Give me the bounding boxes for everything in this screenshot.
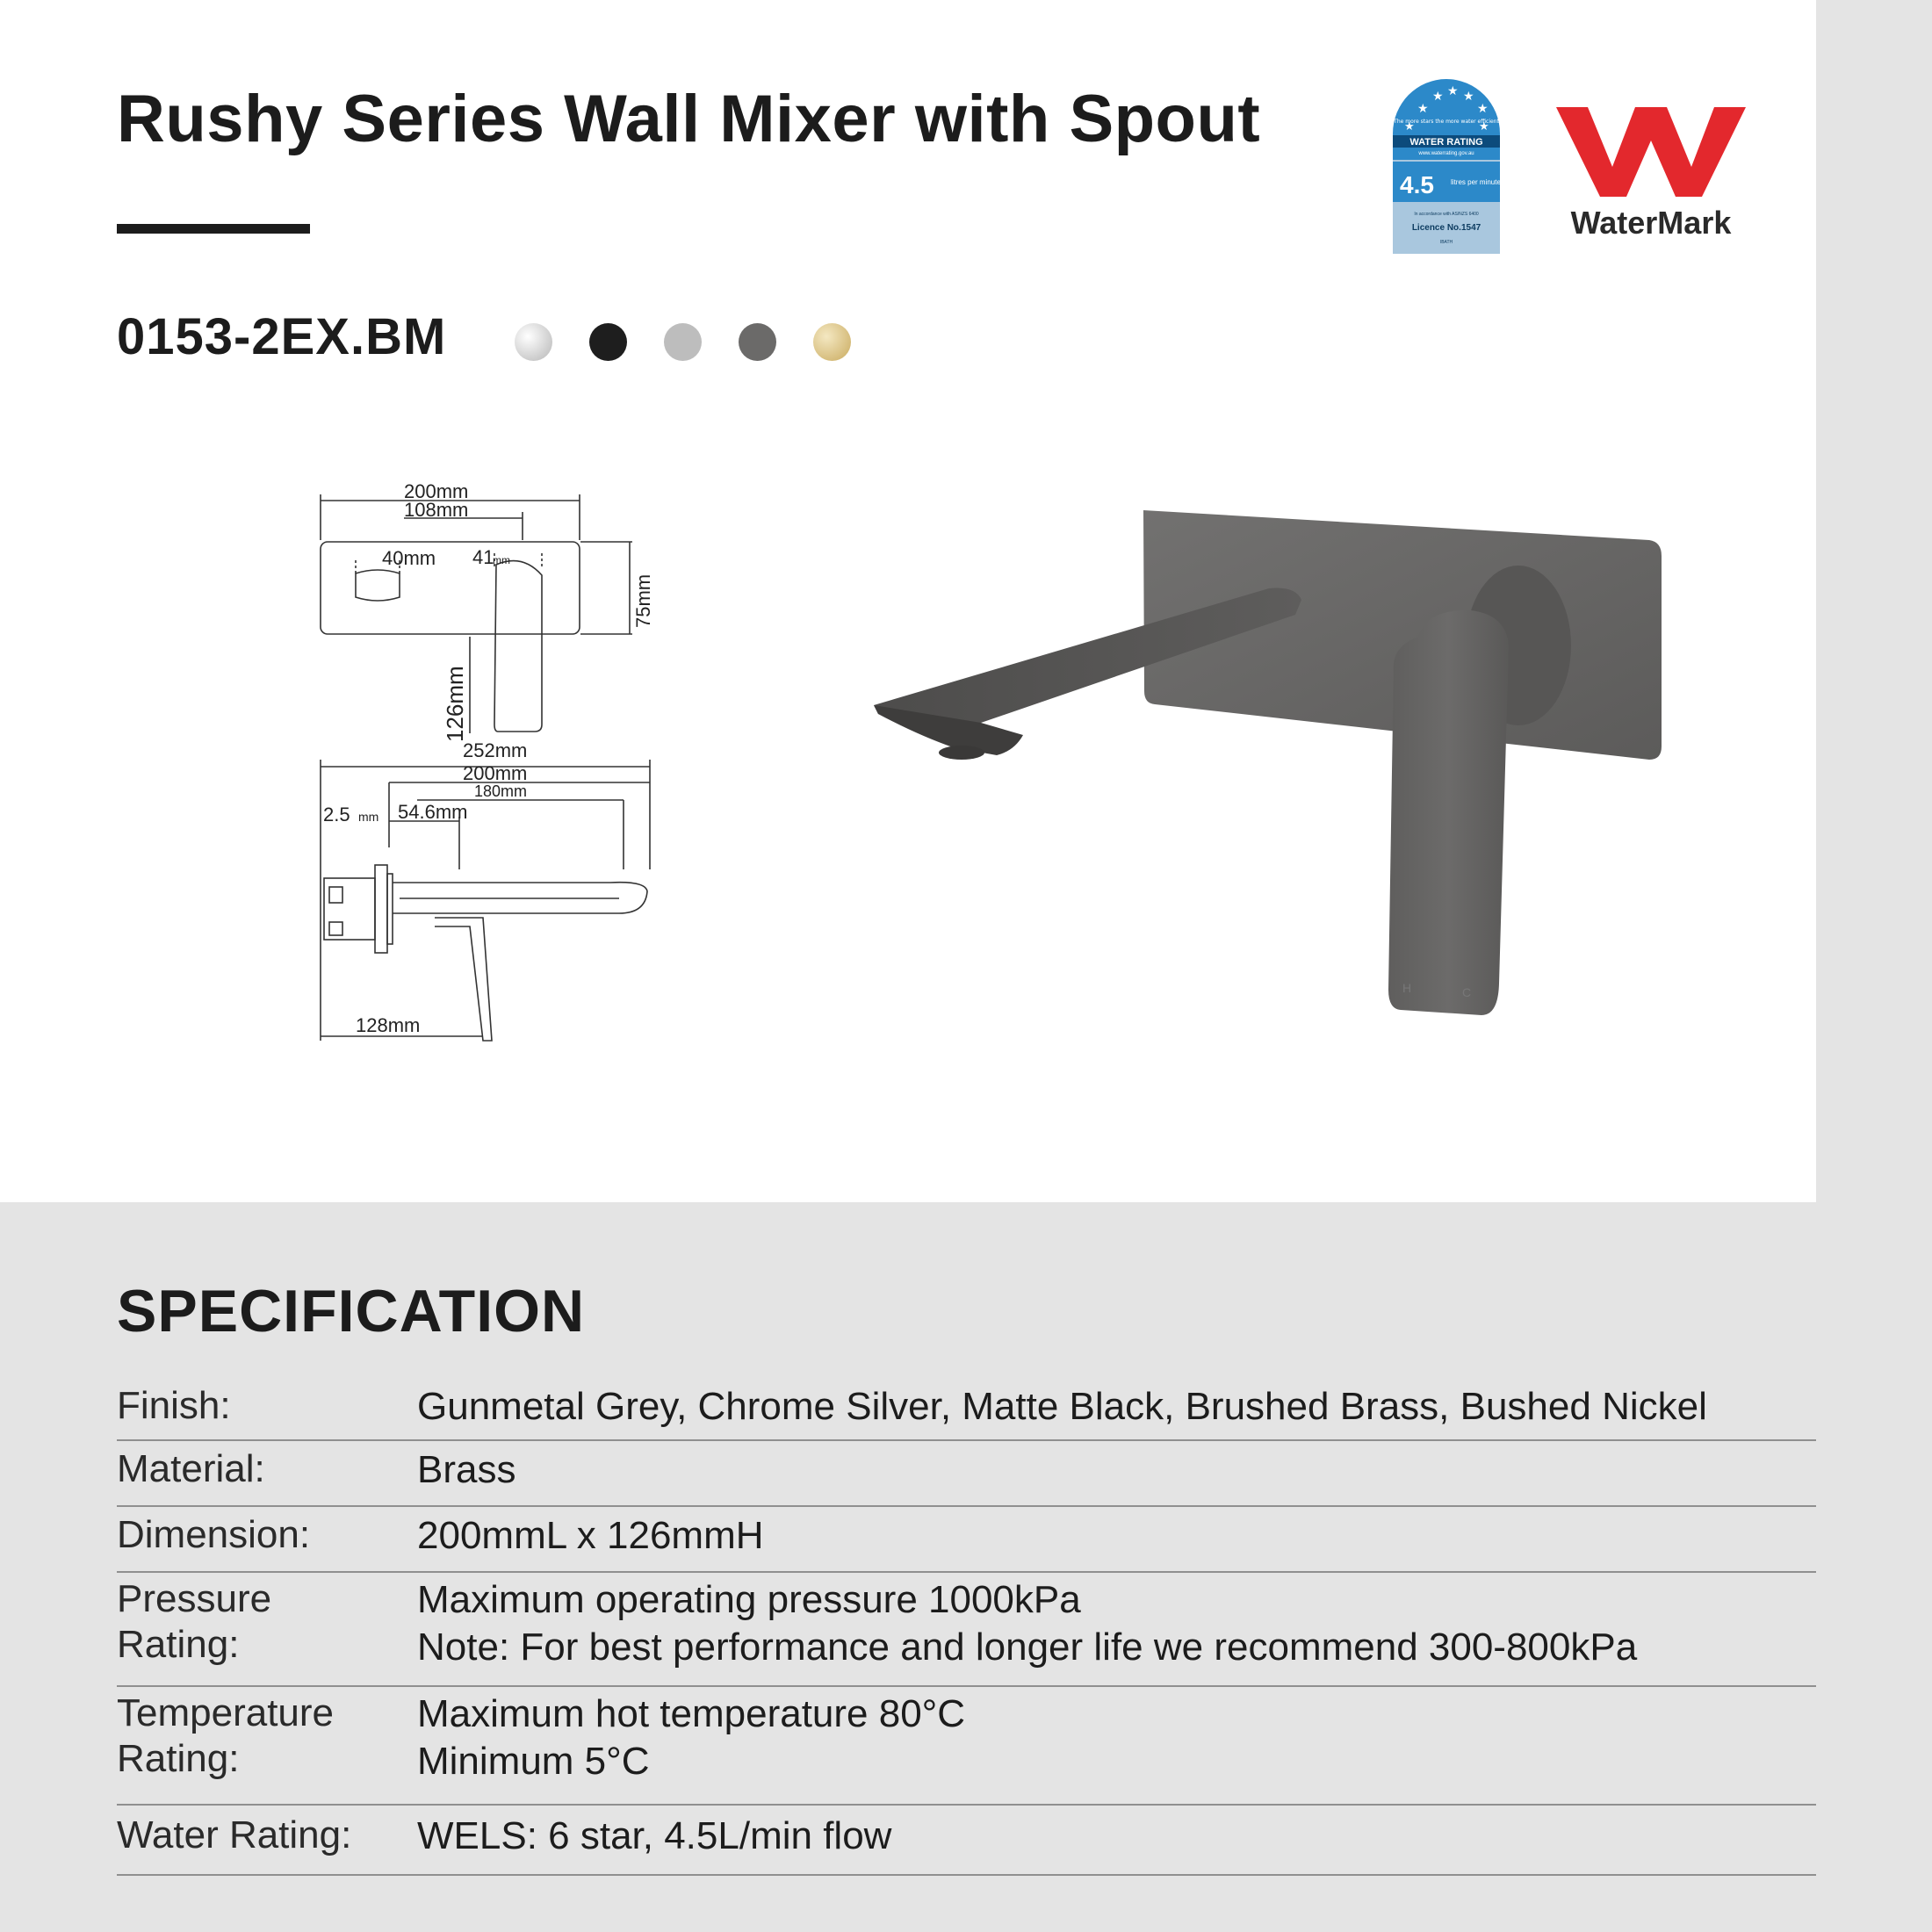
dim-top-offset: 108mm (404, 499, 468, 521)
dim-handle-width-unit: mm (493, 554, 510, 566)
spec-value: Maximum hot temperature 80°C (417, 1692, 966, 1735)
svg-text:★: ★ (1477, 102, 1489, 116)
svg-text:C: C (1462, 985, 1471, 999)
swatch-black[interactable] (589, 323, 627, 361)
wels-rating-badge: ★ ★ ★ ★ ★ ★ ★ The more stars the more wa… (1393, 79, 1500, 254)
specification-table: Finish: Gunmetal Grey, Chrome Silver, Mat… (117, 1383, 1816, 1876)
wels-licence: Licence No.1547 (1412, 223, 1481, 233)
wels-unit: litres per minute (1451, 178, 1500, 186)
dim-total-depth: 252mm (463, 739, 527, 761)
swatch-brass[interactable] (813, 323, 851, 361)
product-title: Rushy Series Wall Mixer with Spout (117, 82, 1261, 156)
wels-url: www.waterrating.gov.au (1417, 151, 1474, 156)
dim-spout-width: 40mm (382, 547, 436, 569)
mixer-handle (1388, 609, 1509, 1015)
specification-heading: SPECIFICATION (117, 1278, 586, 1344)
star-icons: ★ ★ ★ ★ ★ ★ ★ (1404, 84, 1489, 133)
spec-value: 200mmL x 126mmH (417, 1514, 764, 1557)
swatch-silver[interactable] (664, 323, 702, 361)
dim-plate-thickness-unit: mm (358, 810, 378, 824)
dim-plate-height: 75mm (632, 574, 654, 628)
spec-label: Dimension: (117, 1513, 311, 1556)
swatch-gunmetal[interactable] (739, 323, 776, 361)
dim-handle-height: 126mm (442, 666, 468, 742)
wels-code: IBATH (1440, 240, 1453, 245)
dim-handle-depth: 128mm (356, 1014, 420, 1036)
side-strip (1816, 0, 1932, 1202)
spec-value: WELS: 6 star, 4.5L/min flow (417, 1814, 892, 1857)
spec-row: Dimension: 200mmL x 126mmH (117, 1507, 1816, 1573)
svg-text:★: ★ (1417, 102, 1429, 116)
dim-side-plate: 200mm (463, 762, 527, 784)
spec-label: Finish: (117, 1384, 231, 1427)
dim-handle-width: 41 (472, 546, 494, 568)
wels-standard: In accordance with AS/NZS 6400 (1414, 212, 1479, 217)
finish-swatches (515, 323, 851, 361)
spec-value: Maximum operating pressure 1000kPa (417, 1578, 1081, 1621)
spec-value: Note: For best performance and longer li… (417, 1626, 1638, 1669)
wels-tagline: The more stars the more water efficient (1393, 119, 1499, 125)
spec-value: Minimum 5°C (417, 1740, 650, 1783)
spec-value: Gunmetal Grey, Chrome Silver, Matte Blac… (417, 1385, 1707, 1428)
dim-spout-reach: 180mm (474, 782, 527, 800)
swatch-chrome[interactable] (515, 323, 552, 361)
spec-row: Temperature Rating: Maximum hot temperatu… (117, 1687, 1816, 1806)
spec-row: Finish: Gunmetal Grey, Chrome Silver, Mat… (117, 1383, 1816, 1441)
spec-label: Temperature Rating: (117, 1691, 335, 1780)
technical-drawing: 200mm 108mm 75mm 40mm 41 mm 126mm 252mm … (320, 480, 654, 1042)
dim-top-width: 200mm (404, 480, 468, 502)
watermark-logo: WaterMark (1556, 107, 1746, 241)
watermark-w-icon (1556, 107, 1746, 197)
dim-body-depth: 54.6mm (398, 801, 467, 823)
svg-text:★: ★ (1463, 90, 1474, 104)
spec-row: Water Rating: WELS: 6 star, 4.5L/min flow (117, 1806, 1816, 1876)
model-code: 0153-2EX.BM (117, 308, 447, 365)
watermark-label: WaterMark (1571, 205, 1733, 241)
title-underline (117, 224, 310, 234)
spec-row: Material: Brass (117, 1441, 1816, 1507)
spec-label: Pressure Rating: (117, 1577, 272, 1666)
svg-text:★: ★ (1432, 90, 1444, 104)
svg-text:★: ★ (1404, 120, 1415, 133)
svg-text:H: H (1402, 981, 1411, 995)
dim-plate-thickness: 2.5 (323, 804, 350, 825)
spec-value: Brass (417, 1448, 516, 1491)
svg-text:★: ★ (1447, 84, 1459, 98)
wels-rating-value: 4.5 (1400, 171, 1434, 198)
wels-heading: WATER RATING (1409, 137, 1482, 148)
spout (874, 588, 1301, 726)
spec-label: Water Rating: (117, 1813, 352, 1856)
spec-row: Pressure Rating: Maximum operating pressu… (117, 1573, 1816, 1687)
spec-label: Material: (117, 1447, 265, 1490)
product-image: H C (874, 510, 1662, 1015)
svg-text:★: ★ (1479, 120, 1489, 133)
